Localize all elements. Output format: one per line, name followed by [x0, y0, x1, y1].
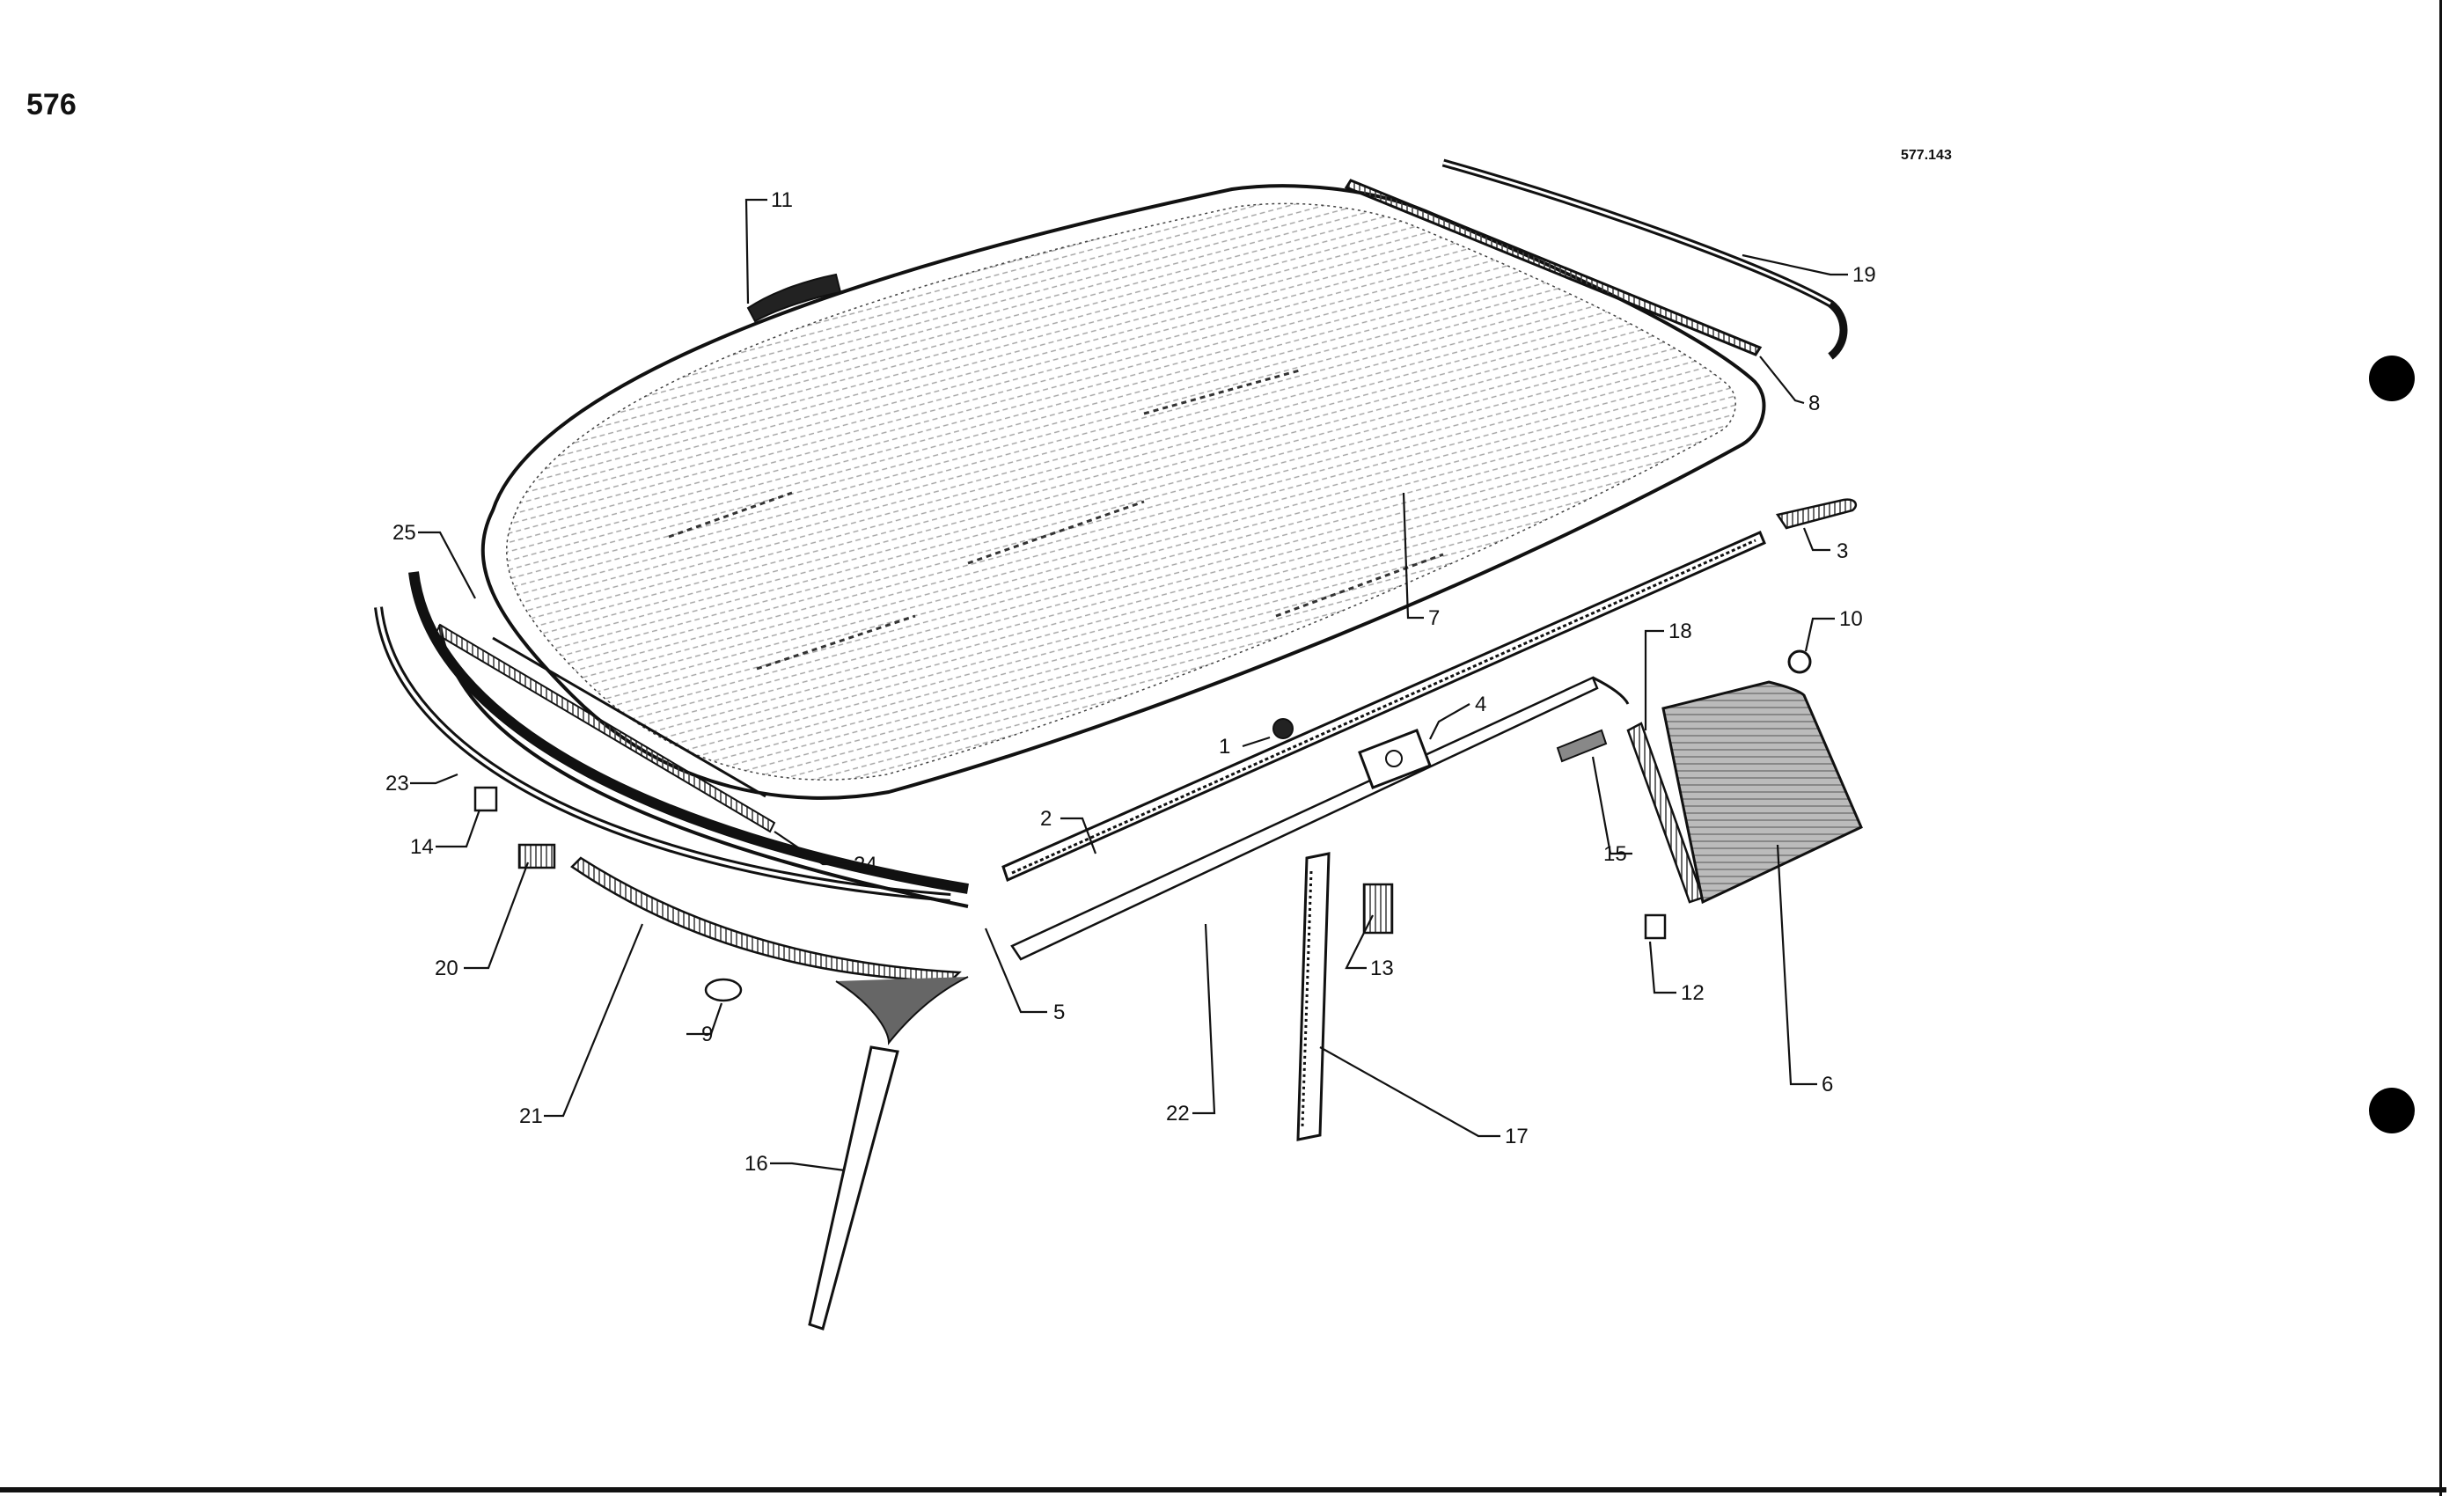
callout-5: 5 [1053, 1001, 1065, 1024]
callout-4: 4 [1475, 693, 1486, 716]
lower-seal-strip [1001, 531, 1766, 883]
corner-clip [1775, 498, 1858, 530]
clip-12 [1644, 913, 1667, 940]
callout-19: 19 [1852, 263, 1876, 287]
binder-hole-top [2369, 356, 2415, 401]
clip-15 [1556, 729, 1608, 763]
callout-25: 25 [392, 521, 416, 545]
callout-20: 20 [435, 957, 458, 980]
leader-lines [410, 198, 1848, 1172]
quarter-glass-panel [1661, 680, 1863, 905]
callout-7: 7 [1428, 606, 1440, 630]
figure-reference-code: 577.143 [1901, 148, 1952, 163]
callout-15: 15 [1603, 842, 1627, 866]
callout-labels: 1 2 3 4 5 6 7 8 9 10 11 12 13 14 15 16 1… [385, 188, 1876, 1176]
callout-22: 22 [1166, 1102, 1190, 1126]
page-number: 576 [26, 88, 77, 121]
pillar-finisher [808, 1045, 899, 1331]
clip-20 [517, 843, 556, 869]
fixing-nut [1272, 718, 1294, 739]
callout-14: 14 [410, 835, 434, 859]
callout-24: 24 [854, 853, 877, 876]
callout-12: 12 [1681, 981, 1705, 1005]
callout-17: 17 [1505, 1125, 1529, 1148]
mounting-plate [1358, 729, 1432, 789]
callout-11: 11 [771, 188, 793, 212]
callout-21: 21 [519, 1104, 543, 1128]
vertical-strip [1296, 852, 1331, 1141]
seal-profile-section [746, 273, 842, 323]
bottom-rule [0, 1487, 2446, 1492]
callout-10: 10 [1839, 607, 1863, 631]
clip-14 [473, 786, 498, 812]
side-trims-left [374, 571, 969, 908]
callout-2: 2 [1040, 807, 1052, 831]
callout-9: 9 [701, 1023, 713, 1046]
callout-6: 6 [1822, 1073, 1833, 1096]
callout-23: 23 [385, 772, 409, 796]
grommet [1787, 649, 1812, 674]
callout-3: 3 [1837, 539, 1848, 563]
upper-moulding [1441, 158, 1848, 360]
upper-trim-strip [1344, 179, 1763, 356]
callout-1: 1 [1219, 735, 1230, 759]
callout-13: 13 [1370, 957, 1394, 980]
callout-8: 8 [1808, 392, 1820, 415]
binder-hole-bottom [2369, 1088, 2415, 1133]
lower-finisher-left [570, 856, 969, 1045]
clip-9 [704, 978, 743, 1002]
callout-18: 18 [1668, 620, 1692, 643]
callout-16: 16 [744, 1152, 768, 1176]
right-margin-line [2439, 0, 2442, 1496]
